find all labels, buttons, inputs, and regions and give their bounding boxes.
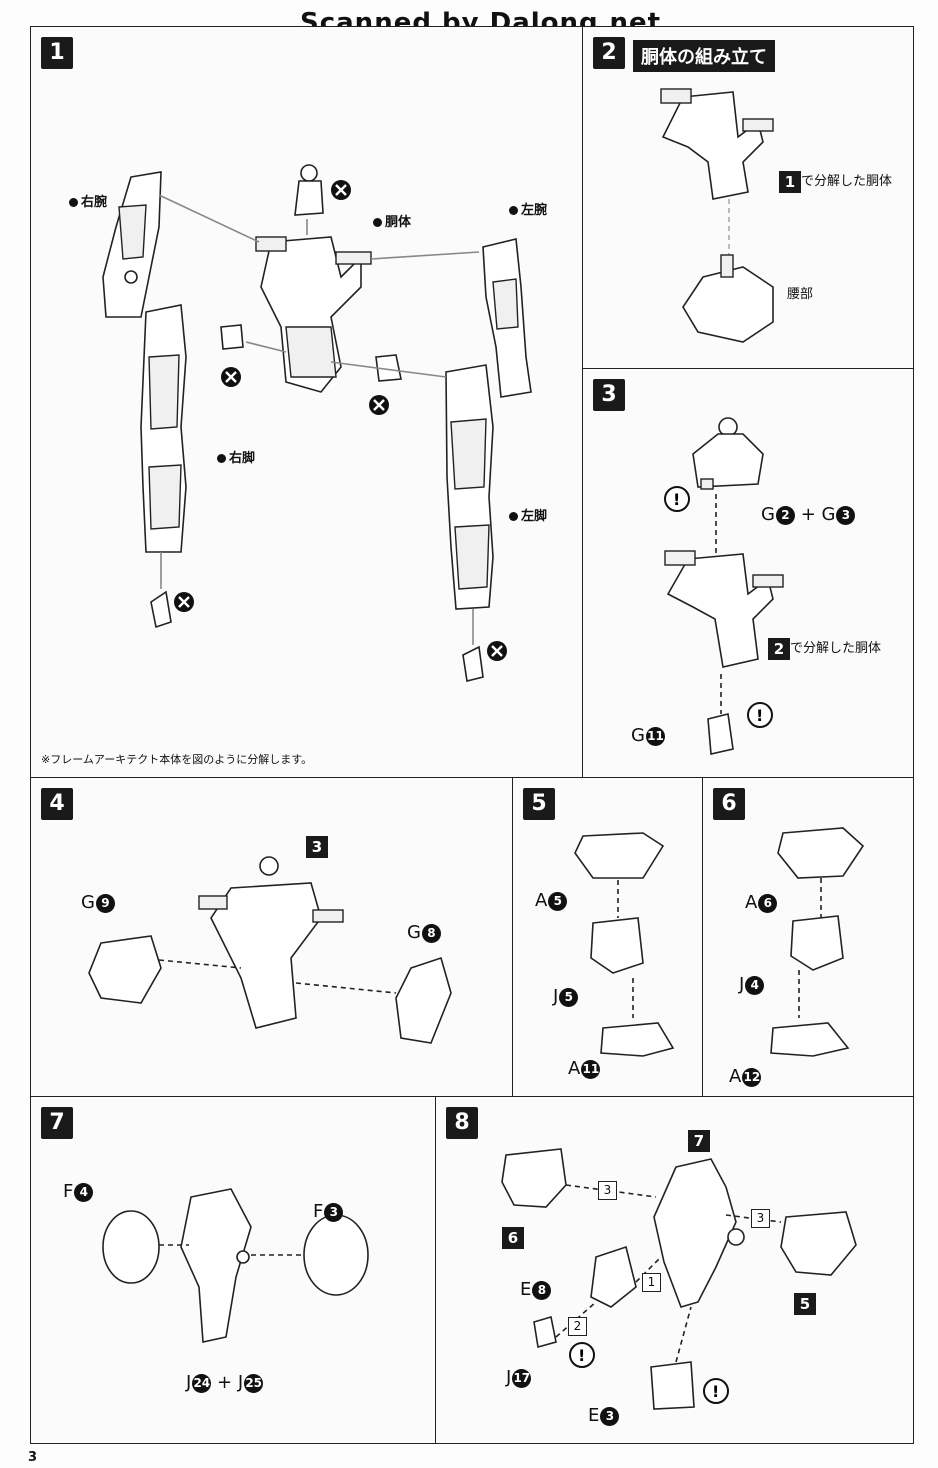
order-3b: 3 — [751, 1209, 770, 1228]
step-number: 7 — [41, 1107, 73, 1139]
caution-icon — [747, 702, 773, 728]
caution-icon — [569, 1342, 595, 1368]
label-torso: 胴体 — [373, 211, 411, 230]
step-number: 6 — [713, 788, 745, 820]
step-2-title: 胴体の組み立て — [633, 40, 775, 72]
order-2: 2 — [568, 1317, 587, 1336]
order-1: 1 — [642, 1273, 661, 1292]
step-1-panel: 1 — [30, 26, 583, 778]
step-8-illustration: ! ! — [501, 1148, 857, 1410]
torso-part — [255, 236, 372, 393]
left-arm-part — [482, 238, 532, 398]
order-3a: 3 — [598, 1181, 617, 1200]
step-1-illustration — [102, 164, 532, 682]
right-arm-part — [102, 171, 162, 318]
caution-icon — [664, 486, 690, 512]
step-1-note: ※フレームアーキテクト本体を図のように分解します。 — [41, 753, 313, 766]
step-4-illustration — [88, 856, 452, 1044]
label-left-leg: 左脚 — [509, 505, 547, 524]
ref-step-6: 6 — [502, 1227, 524, 1249]
label-left-arm: 左腕 — [509, 199, 547, 218]
page-number: 3 — [28, 1450, 38, 1465]
step-number: 4 — [41, 788, 73, 820]
ref-step-7: 7 — [688, 1130, 710, 1152]
svg-text:!: ! — [712, 1382, 719, 1401]
step-number: 2 — [593, 37, 625, 69]
svg-text:!: ! — [578, 1346, 585, 1365]
step-2-illustration — [660, 88, 774, 343]
ref-step-3: 3 — [306, 836, 328, 858]
step-7-illustration — [102, 1188, 369, 1343]
step-5-illustration — [574, 832, 675, 1057]
joint-parts — [150, 324, 484, 682]
remove-x-icon — [174, 592, 194, 612]
right-leg-part — [140, 304, 187, 553]
step-number: 3 — [593, 379, 625, 411]
svg-text:!: ! — [756, 706, 763, 725]
label-right-arm: 右腕 — [69, 191, 107, 210]
step-number: 5 — [523, 788, 555, 820]
svg-text:!: ! — [673, 490, 680, 509]
remove-x-icon — [369, 395, 389, 415]
step-number: 8 — [446, 1107, 478, 1139]
label-waist: 腰部 — [787, 287, 814, 302]
step-number: 1 — [41, 37, 73, 69]
remove-x-icon — [221, 367, 241, 387]
step-3-illustration: ! ! — [664, 417, 784, 755]
remove-x-icon — [487, 641, 507, 661]
ref-step-5: 5 — [794, 1293, 816, 1315]
remove-x-icon — [331, 180, 351, 200]
step-6-illustration — [770, 827, 865, 1057]
left-leg-part — [445, 364, 494, 610]
caution-icon — [703, 1378, 729, 1404]
label-right-leg: 右脚 — [217, 447, 255, 466]
head-part — [294, 164, 324, 216]
